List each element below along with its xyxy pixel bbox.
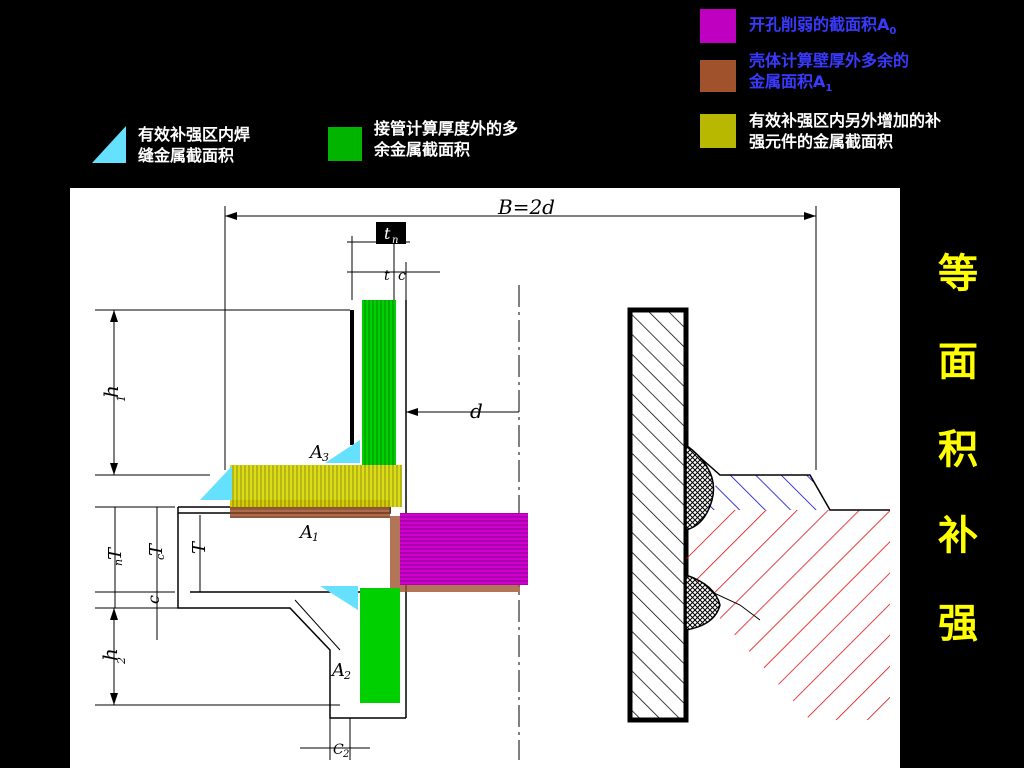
- weld-A3-left: [200, 466, 232, 500]
- t-label: t: [384, 268, 390, 284]
- reinforcement-drawing: B=2d t n t c h h T T T c C d: [70, 188, 900, 768]
- title-char-4: 补: [938, 513, 978, 559]
- weld-A3-upper: [325, 440, 360, 463]
- svg-text:n: n: [392, 235, 398, 246]
- weld-area-swatch: [92, 126, 126, 163]
- dim-B-label: B=2d: [497, 195, 555, 219]
- legend-opening-area: 开孔削弱的截面积A0: [749, 15, 897, 38]
- pipe-section: [686, 510, 890, 720]
- extra-area-swatch: [700, 114, 736, 148]
- Tc-label: T: [146, 542, 167, 556]
- weld-A2-lower: [320, 586, 358, 610]
- opening-area-swatch: [700, 9, 736, 43]
- weld-lower-section: [685, 573, 721, 631]
- h1-label: h: [99, 385, 123, 398]
- legend-weld-area: 有效补强区内焊 缝金属截面积: [138, 125, 251, 165]
- legend-extra-area: 有效补强区内另外增加的补 强元件的金属截面积: [749, 111, 942, 151]
- tn-label-box: [376, 222, 406, 244]
- weld-upper-section: [685, 443, 715, 531]
- A3-label: A: [308, 442, 323, 463]
- Tn-label: T: [105, 546, 126, 560]
- d-label: d: [470, 399, 483, 423]
- c-label: c: [398, 268, 406, 284]
- A2-label: A: [330, 660, 345, 681]
- nozzle-area-swatch: [328, 127, 362, 161]
- h2-label: h: [98, 648, 122, 661]
- shell-area-swatch: [700, 60, 736, 92]
- legend-shell-area: 壳体计算壁厚外多余的 金属面积A1: [749, 51, 910, 95]
- title-char-1: 等: [938, 251, 978, 297]
- area-A2-nozzle-lower: [360, 588, 400, 703]
- title-char-2: 面: [938, 339, 978, 385]
- legend-nozzle-area: 接管计算厚度外的多 余金属截面积: [374, 119, 519, 159]
- T-label: T: [189, 540, 210, 554]
- title-char-5: 强: [938, 601, 978, 647]
- A1-label: A: [298, 522, 313, 543]
- c-label-left: c: [144, 595, 163, 604]
- reinforcing-pad-section: [705, 475, 830, 510]
- C2-label: C: [333, 742, 344, 758]
- title-char-3: 积: [938, 427, 978, 473]
- tn-label: t: [384, 224, 391, 243]
